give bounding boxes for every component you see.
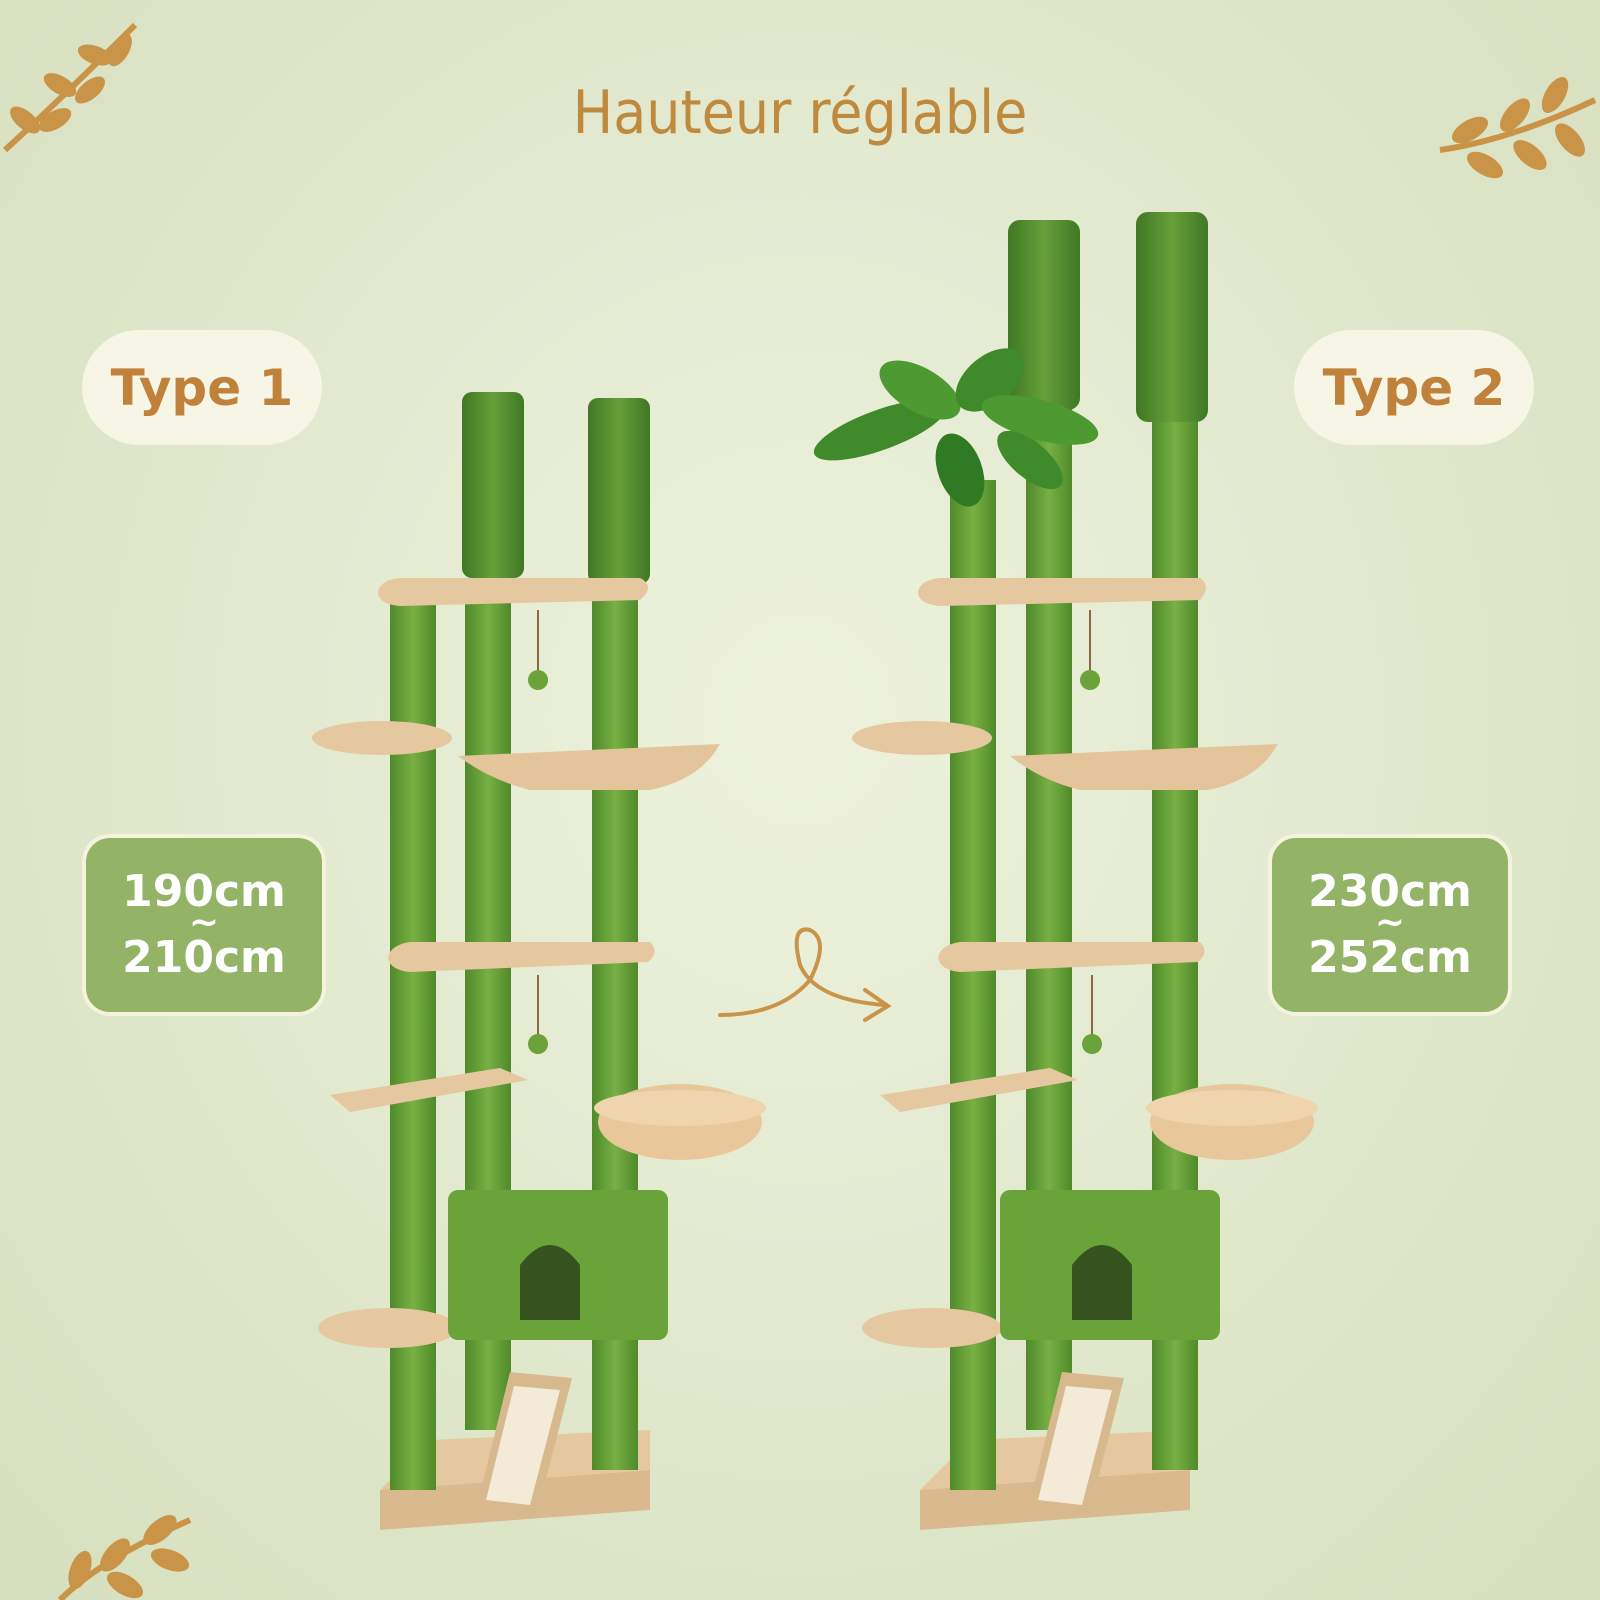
branch-decoration-icon bbox=[57, 1515, 192, 1600]
branch-decoration-icon bbox=[1439, 76, 1597, 179]
type2-label: Type 2 bbox=[1294, 330, 1534, 445]
type1-height-range: 190cm ~ 210cm bbox=[82, 834, 326, 1016]
page-title: Hauteur réglable bbox=[572, 78, 1028, 148]
type1-height-min: 190cm bbox=[122, 866, 286, 917]
type1-height-max: 210cm bbox=[122, 932, 286, 983]
branch-decoration-icon bbox=[2, 22, 138, 153]
type2-height-range: 230cm ~ 252cm bbox=[1268, 834, 1512, 1016]
artificial-plant-icon bbox=[813, 348, 1099, 507]
curved-arrow-icon bbox=[718, 927, 892, 1022]
type2-height-max: 252cm bbox=[1308, 932, 1472, 983]
type2-height-min: 230cm bbox=[1308, 866, 1472, 917]
type1-label: Type 1 bbox=[82, 330, 322, 445]
